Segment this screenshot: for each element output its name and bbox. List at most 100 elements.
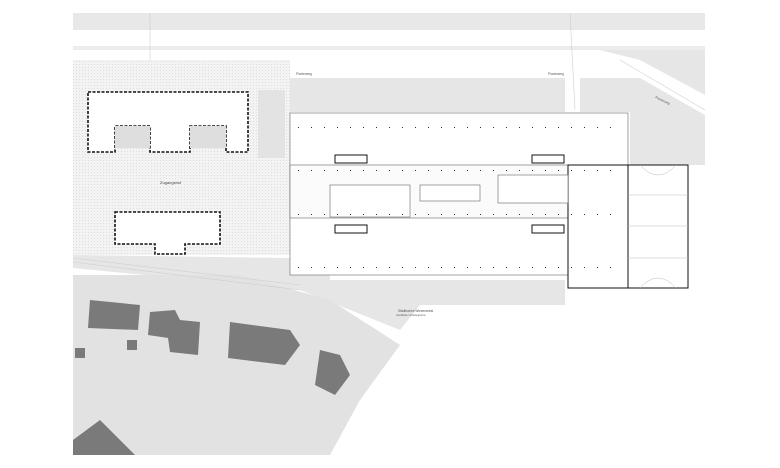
column [545, 127, 546, 128]
column [519, 214, 520, 215]
column [363, 267, 364, 268]
column [350, 170, 351, 171]
south-ground [73, 255, 565, 330]
column [324, 127, 325, 128]
column [324, 267, 325, 268]
column [376, 267, 377, 268]
column [389, 214, 390, 215]
column [454, 127, 455, 128]
column [584, 214, 585, 215]
column [415, 170, 416, 171]
column [545, 214, 546, 215]
north-east-green-2 [600, 50, 705, 95]
column [480, 170, 481, 171]
column [298, 170, 299, 171]
column [441, 214, 442, 215]
column [441, 267, 442, 268]
column [584, 127, 585, 128]
column [493, 127, 494, 128]
column [376, 127, 377, 128]
column [558, 214, 559, 215]
column [519, 170, 520, 171]
column [467, 127, 468, 128]
street-label-diag: Pionierweg [655, 95, 671, 105]
column [376, 214, 377, 215]
column [363, 127, 364, 128]
column [558, 127, 559, 128]
column [402, 127, 403, 128]
column [363, 214, 364, 215]
column [441, 127, 442, 128]
column [298, 127, 299, 128]
column [571, 214, 572, 215]
north-east-green [580, 78, 705, 165]
column [493, 267, 494, 268]
column [415, 267, 416, 268]
column [415, 127, 416, 128]
column [350, 214, 351, 215]
column [571, 127, 572, 128]
column [311, 214, 312, 215]
column [597, 170, 598, 171]
column [428, 170, 429, 171]
column [467, 267, 468, 268]
column [493, 170, 494, 171]
sports-field-lines [628, 164, 688, 289]
street-label-west: Pionierweg [296, 72, 312, 76]
column [298, 214, 299, 215]
column [298, 267, 299, 268]
column [389, 267, 390, 268]
column [545, 170, 546, 171]
column [389, 170, 390, 171]
column [311, 127, 312, 128]
main-building [289, 112, 689, 289]
column [337, 170, 338, 171]
stairs [334, 154, 565, 234]
column [571, 170, 572, 171]
column [402, 214, 403, 215]
column [558, 170, 559, 171]
column [506, 170, 507, 171]
column [389, 127, 390, 128]
column [428, 267, 429, 268]
column [467, 214, 468, 215]
column [480, 267, 481, 268]
column [597, 127, 598, 128]
column [402, 170, 403, 171]
west-green [258, 90, 285, 158]
column [532, 267, 533, 268]
column [441, 170, 442, 171]
column [597, 214, 598, 215]
column [506, 214, 507, 215]
column [519, 127, 520, 128]
column [584, 170, 585, 171]
column [324, 170, 325, 171]
column [597, 267, 598, 268]
column [532, 170, 533, 171]
column [532, 214, 533, 215]
north-parking [288, 78, 565, 112]
column [324, 214, 325, 215]
column [519, 267, 520, 268]
column [610, 214, 611, 215]
column [454, 170, 455, 171]
column [350, 267, 351, 268]
column [376, 170, 377, 171]
column [467, 170, 468, 171]
column [363, 170, 364, 171]
historic-building-north [87, 91, 249, 153]
column [506, 267, 507, 268]
column [454, 267, 455, 268]
south-area-sublabel: Grünfläche / Erholungszone [396, 314, 426, 317]
historic-building-south [114, 211, 221, 255]
column [350, 127, 351, 128]
column [545, 267, 546, 268]
column [428, 127, 429, 128]
column [610, 170, 611, 171]
column [311, 267, 312, 268]
courtyard-label: Zugangshof [160, 180, 182, 185]
column [532, 127, 533, 128]
column [610, 267, 611, 268]
column [337, 127, 338, 128]
column [415, 214, 416, 215]
